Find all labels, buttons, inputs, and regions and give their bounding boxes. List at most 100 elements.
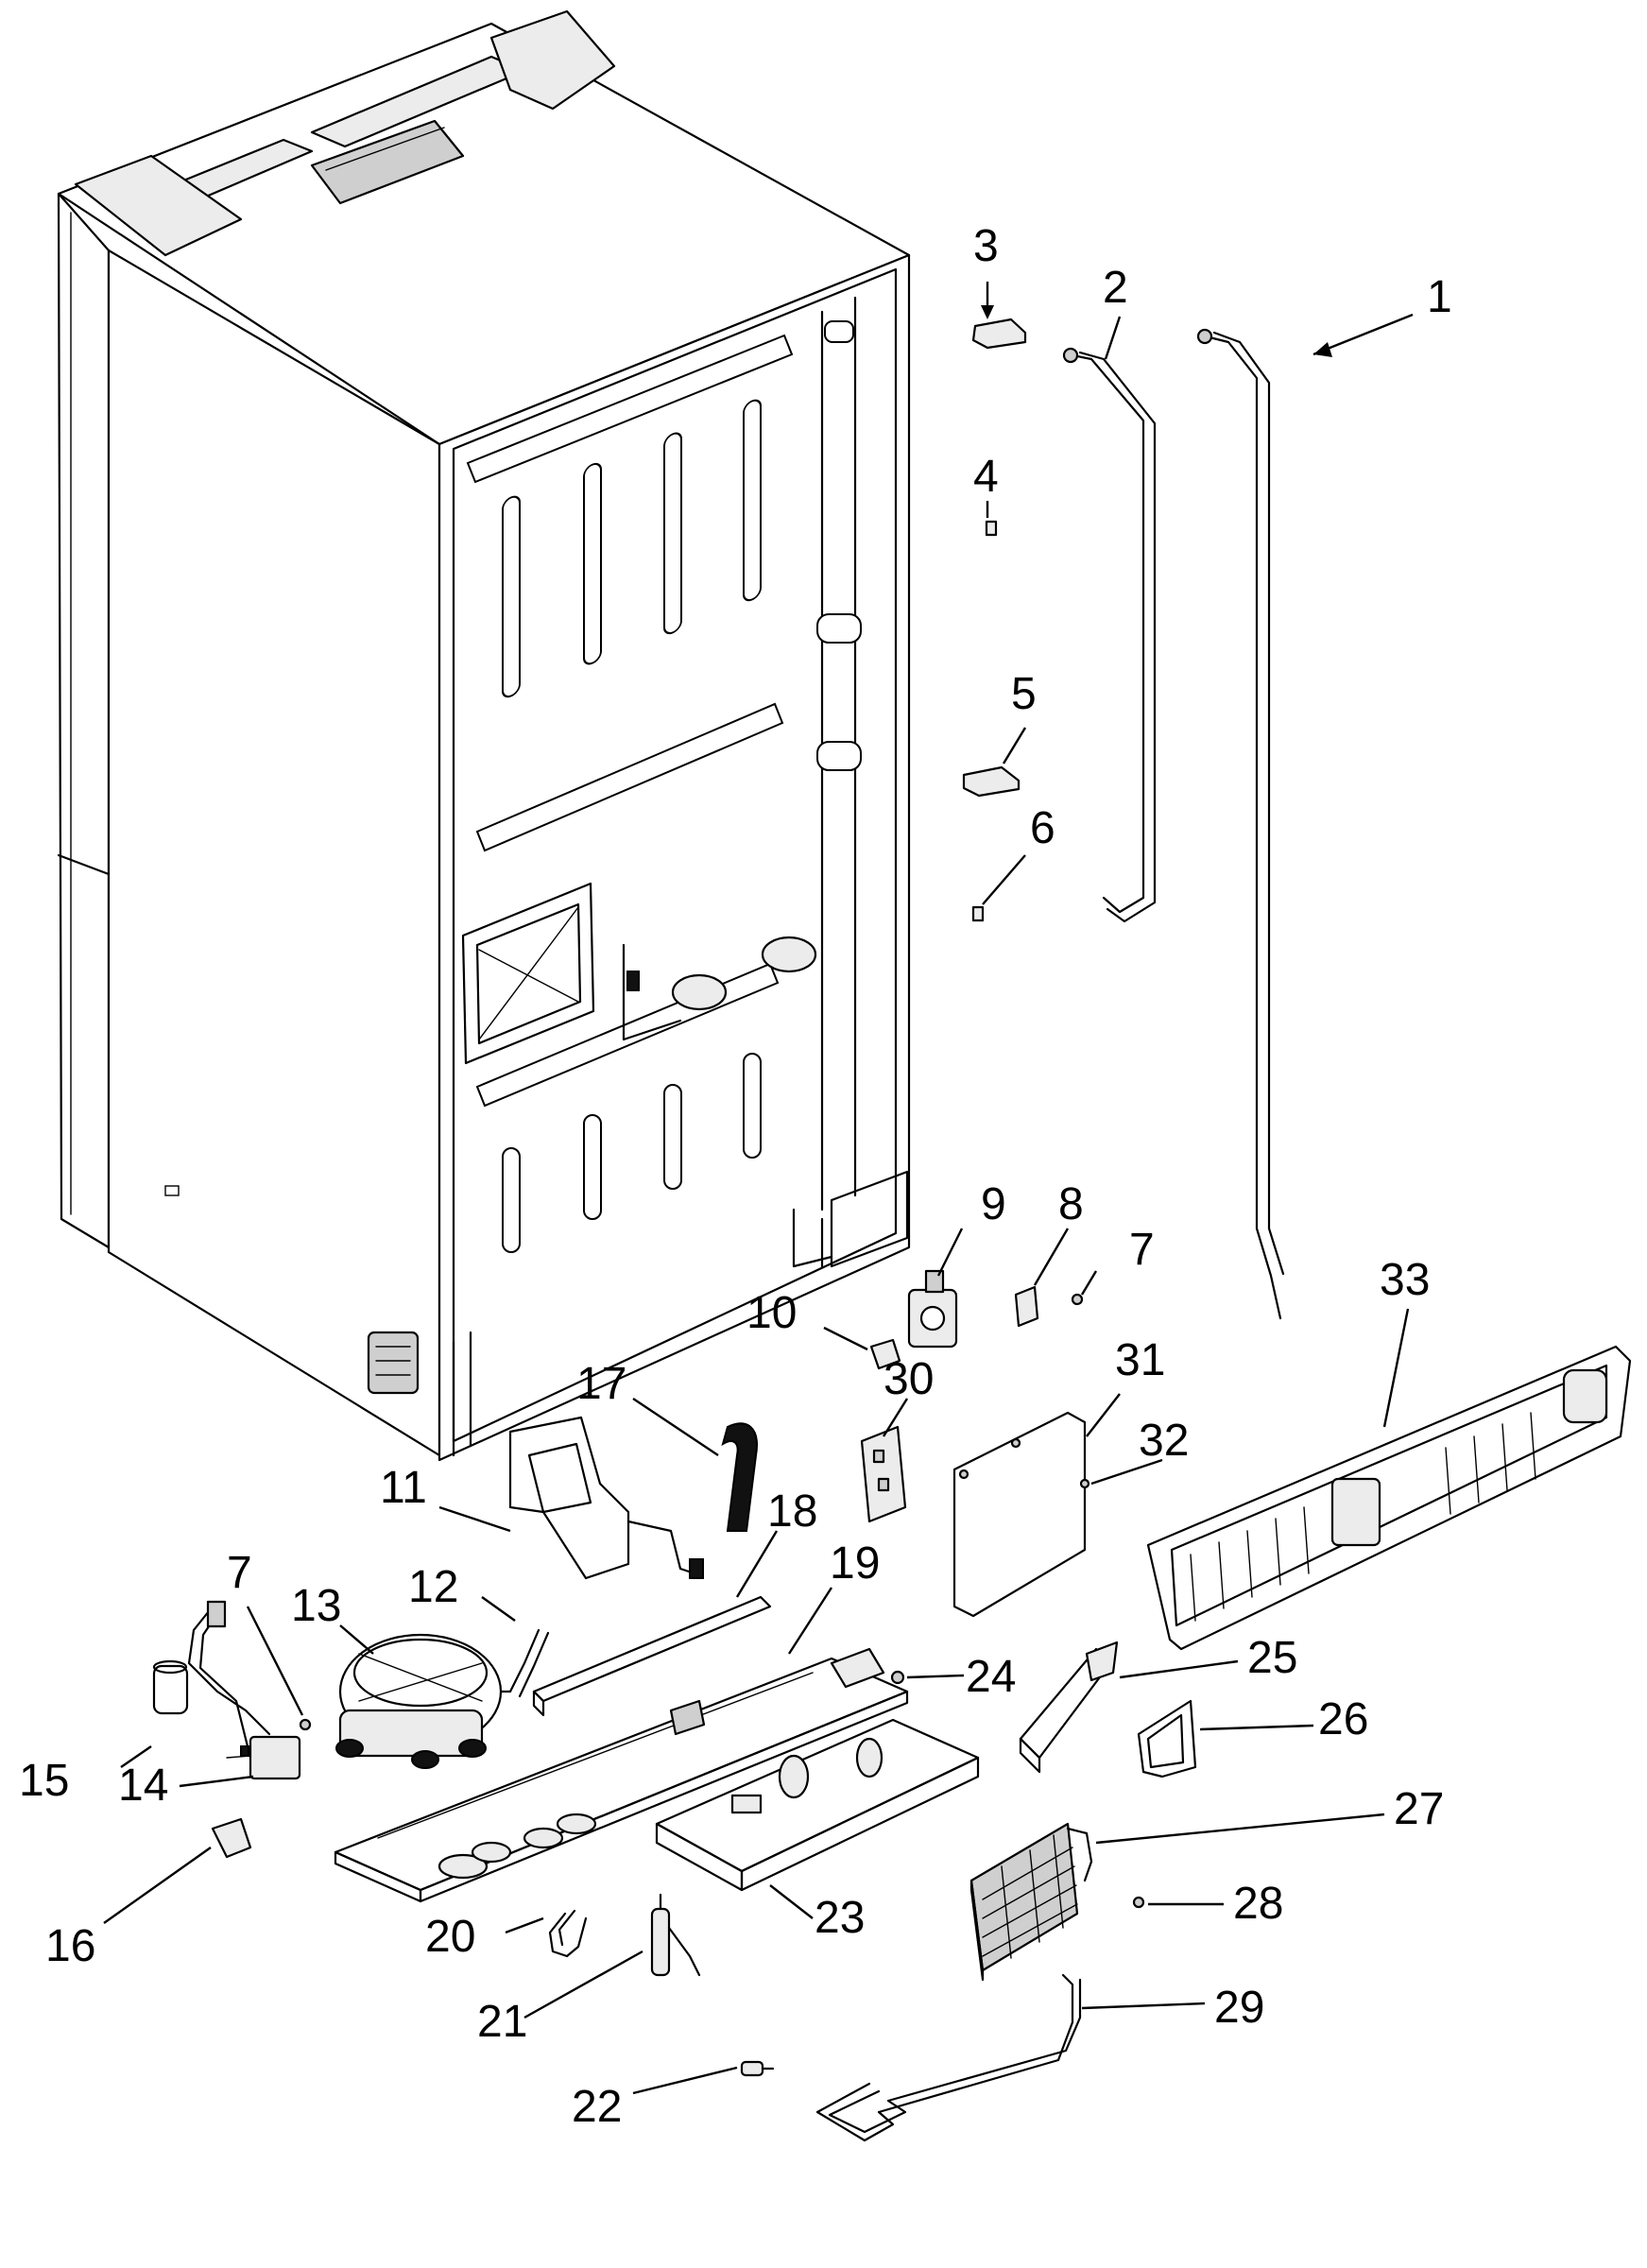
part-19-base-pan [334, 1647, 909, 1903]
part-18-insulation-strip [532, 1595, 772, 1717]
water-tube-1 [1196, 328, 1285, 1320]
refrigerator-cabinet [57, 9, 911, 1462]
leader-25 [1119, 1659, 1239, 1679]
leader-20 [505, 1916, 544, 1934]
leader-16 [103, 1847, 212, 1924]
leader-21 [523, 1950, 643, 2019]
part-10-clamp [869, 1338, 901, 1370]
part-26-fan-shroud [1137, 1699, 1197, 1778]
part-13-compressor [335, 1633, 503, 1769]
callout-17: 17 [576, 1359, 626, 1409]
part-7-screw-lower [299, 1718, 312, 1731]
leader-13 [339, 1624, 374, 1655]
part-28-screw [1132, 1896, 1145, 1909]
part-9-water-valve [907, 1269, 958, 1349]
part-27-condenser [969, 1822, 1093, 1982]
part-29-drain-tube [815, 1973, 1082, 2142]
callout-6: 6 [1030, 803, 1055, 853]
part-30-control-board [860, 1425, 907, 1523]
leader-17 [632, 1398, 719, 1456]
callout-28: 28 [1233, 1879, 1283, 1929]
leader-33 [1382, 1308, 1410, 1428]
leader-22 [632, 2066, 738, 2095]
part-8-bracket [1014, 1285, 1039, 1328]
leader-29 [1081, 2002, 1206, 2010]
callout-26: 26 [1318, 1694, 1368, 1744]
leader-7a [1080, 1270, 1098, 1296]
leader-14 [179, 1775, 254, 1788]
leader-26 [1199, 1724, 1314, 1731]
part-7-screw-upper [1071, 1293, 1084, 1306]
leader-27 [1095, 1813, 1385, 1845]
part-17-drain-hose [721, 1422, 758, 1532]
callout-18: 18 [767, 1486, 817, 1537]
callout-4: 4 [973, 452, 999, 502]
leader-1 [1312, 313, 1414, 356]
leader-7b [246, 1606, 304, 1716]
leader-11 [438, 1505, 511, 1533]
part-14-overload-relay [226, 1735, 301, 1780]
leader-9 [936, 1228, 964, 1277]
leader-10 [823, 1326, 868, 1351]
callout-2: 2 [1103, 263, 1128, 313]
callout-19: 19 [830, 1538, 880, 1589]
callout-22: 22 [572, 2082, 622, 2132]
leader-15 [120, 1745, 152, 1768]
callout-labels: 1 2 3 4 5 6 7 7 8 9 10 11 12 13 14 15 16… [19, 221, 1452, 2132]
leader-5 [1002, 727, 1027, 765]
leader-1-arrowhead [1313, 342, 1332, 357]
callout-21: 21 [477, 1997, 527, 2047]
leader-32 [1090, 1458, 1163, 1486]
callout-27: 27 [1394, 1784, 1444, 1834]
callout-12: 12 [408, 1562, 458, 1612]
callout-11: 11 [380, 1463, 427, 1513]
callout-25: 25 [1247, 1633, 1297, 1683]
part-3-cover [971, 318, 1027, 350]
callout-15: 15 [19, 1756, 69, 1806]
part-4-clip [985, 520, 998, 537]
callout-23: 23 [815, 1893, 865, 1943]
leader-19 [787, 1587, 833, 1655]
part-15-wiring-capacitor [152, 1600, 271, 1760]
leader-30 [882, 1398, 909, 1437]
callout-29: 29 [1214, 1983, 1264, 2033]
leader-18 [735, 1530, 779, 1598]
part-31-access-cover [952, 1411, 1087, 1618]
callout-14: 14 [118, 1761, 168, 1811]
callout-7-upper: 7 [1129, 1225, 1155, 1275]
part-32-screw [1079, 1478, 1090, 1489]
callout-8: 8 [1058, 1179, 1084, 1229]
part-33-rear-access-panel [1146, 1345, 1632, 1651]
leader-31 [1086, 1393, 1121, 1437]
part-20-tube [548, 1909, 588, 1958]
callout-20: 20 [425, 1912, 475, 1962]
leader-3-arrowhead [981, 305, 994, 319]
callout-24: 24 [966, 1652, 1016, 1702]
water-tube-2 [1062, 347, 1157, 923]
leader-23 [769, 1884, 814, 1919]
leader-12 [481, 1596, 516, 1622]
part-23-drain-pan [655, 1718, 980, 1892]
leader-24 [906, 1674, 965, 1679]
part-6-clip [971, 905, 985, 922]
callout-5: 5 [1011, 669, 1037, 719]
callout-10: 10 [746, 1288, 797, 1338]
part-5-cover [962, 765, 1021, 798]
callout-31: 31 [1115, 1335, 1165, 1385]
part-21-drier [650, 1893, 701, 1977]
part-24-screw [890, 1670, 905, 1685]
callout-3: 3 [973, 221, 999, 271]
callout-leaders [103, 282, 1414, 2095]
callout-1: 1 [1427, 272, 1452, 322]
callout-30: 30 [884, 1354, 934, 1404]
callout-32: 32 [1139, 1416, 1189, 1466]
part-11-bracket-assembly [508, 1416, 704, 1580]
part-16-bracket [211, 1817, 252, 1859]
leader-6 [982, 854, 1026, 905]
part-25-bracket [1019, 1641, 1119, 1774]
callout-33: 33 [1380, 1255, 1430, 1305]
callout-9: 9 [981, 1179, 1006, 1229]
leader-2 [1104, 316, 1122, 360]
